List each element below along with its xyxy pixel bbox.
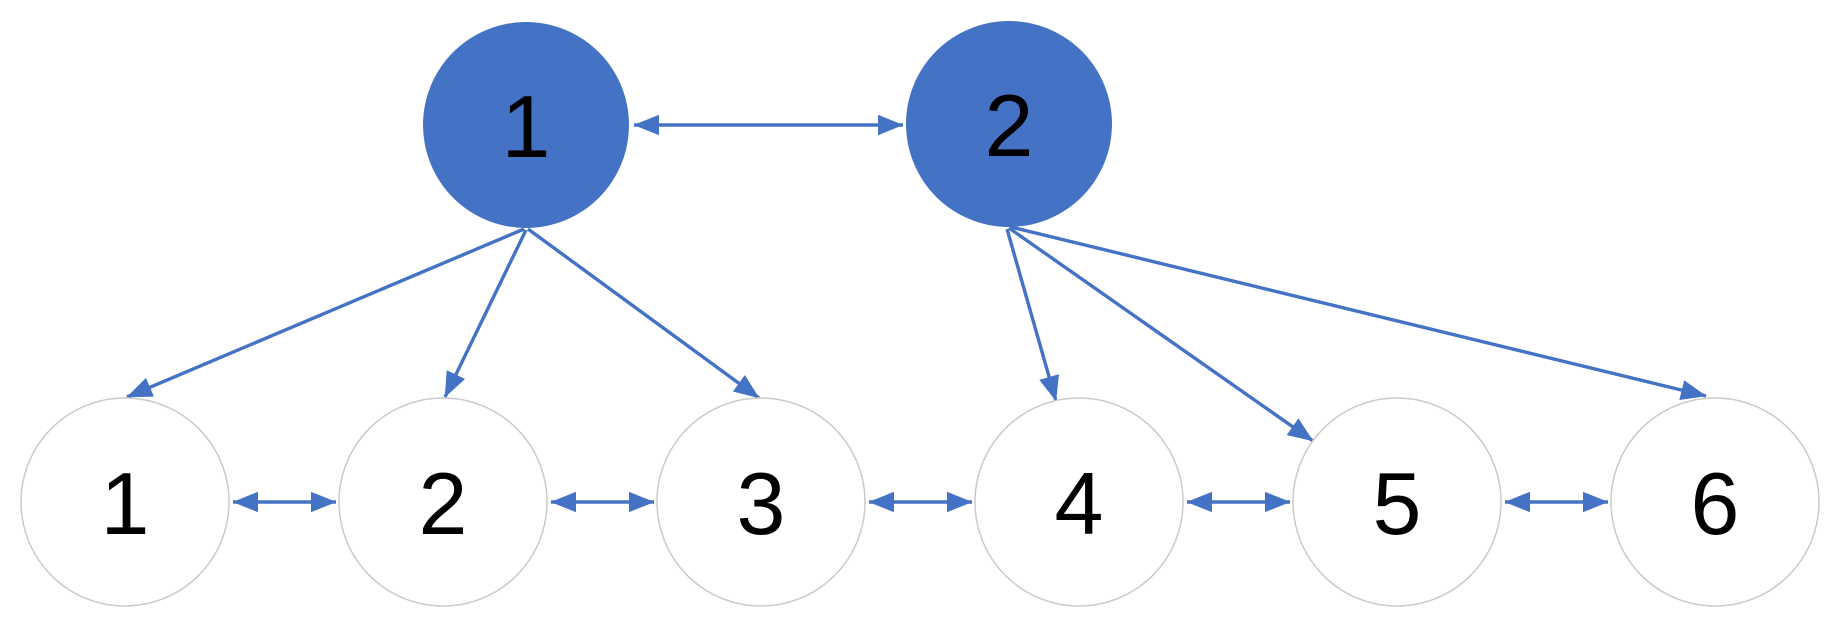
- node-bottom-1: 1: [20, 397, 230, 607]
- node-bottom-2-circle: [338, 397, 548, 607]
- arrow-top2-bottom6: [1010, 225, 1707, 401]
- arrow-top1-bottom1: [126, 227, 525, 399]
- arrow-top2-bottom4: [1005, 228, 1059, 402]
- arrow-top1-bottom2: [443, 229, 528, 398]
- root-nodes: 1 2: [423, 21, 1112, 228]
- node-bottom-4-label: 4: [1055, 454, 1104, 553]
- node-top-2-circle: [906, 21, 1112, 227]
- node-bottom-3-circle: [656, 397, 866, 607]
- node-top-2-label: 2: [985, 76, 1034, 175]
- bidirectional-edges: [232, 114, 1609, 513]
- node-bottom-4-circle: [974, 397, 1184, 607]
- node-bottom-3: 3: [656, 397, 866, 607]
- node-bottom-2-label: 2: [419, 454, 468, 553]
- node-top-2: 2: [906, 21, 1112, 227]
- node-bottom-5-label: 5: [1373, 454, 1422, 553]
- node-bottom-1-label: 1: [101, 454, 150, 553]
- directed-edges: [126, 225, 1707, 443]
- node-bottom-6-label: 6: [1691, 454, 1740, 553]
- node-bottom-2: 2: [338, 397, 548, 607]
- node-bottom-1-circle: [20, 397, 230, 607]
- node-bottom-3-label: 3: [737, 454, 786, 553]
- node-bottom-6: 6: [1610, 397, 1820, 607]
- leaf-nodes: 1 2 3 4 5 6: [20, 397, 1820, 607]
- node-top-1-label: 1: [502, 77, 551, 176]
- node-top-1-circle: [423, 22, 629, 228]
- node-bottom-5: 5: [1292, 397, 1502, 607]
- node-top-1: 1: [423, 22, 629, 228]
- arrow-top2-bottom5: [1008, 226, 1314, 443]
- node-bottom-5-circle: [1292, 397, 1502, 607]
- node-bottom-4: 4: [974, 397, 1184, 607]
- node-bottom-6-circle: [1610, 397, 1820, 607]
- arrow-top1-bottom3: [526, 227, 761, 400]
